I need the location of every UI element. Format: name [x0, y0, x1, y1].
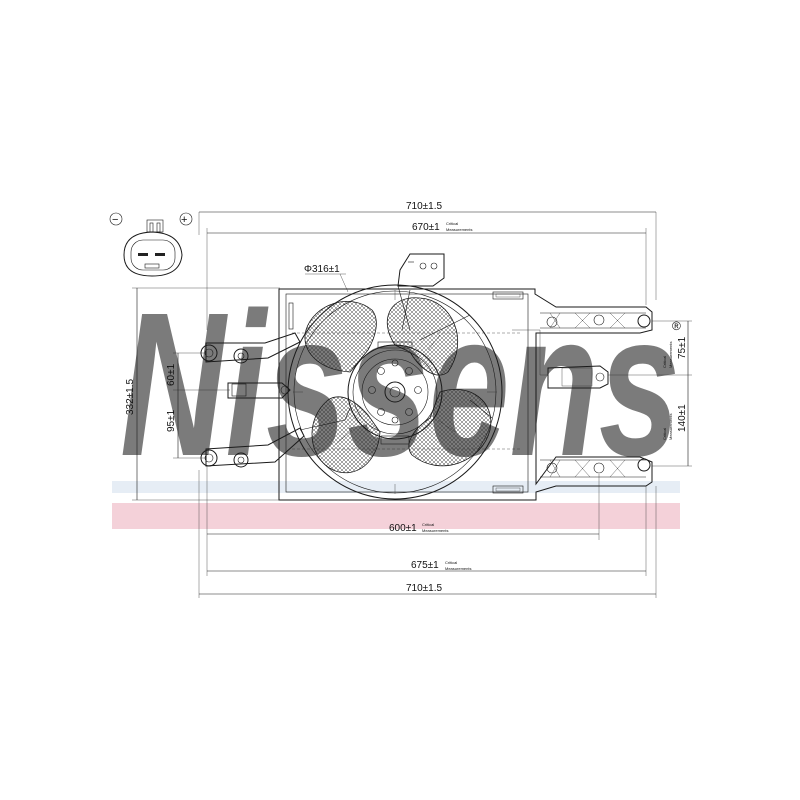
dim-left-upper: 60±1: [166, 352, 230, 391]
top-critical-note-line1: Critical: [446, 221, 458, 226]
right-upper-note-line2: Measurements: [668, 342, 673, 368]
dim-bottom-mid-label: 675±1: [411, 560, 439, 571]
right-lower-note-line2: Measurements: [668, 414, 673, 440]
right-plug: [512, 329, 609, 389]
dim-right-upper-label: 75±1: [677, 336, 688, 359]
right-bracket-lower: [540, 458, 651, 478]
connector-detail: − +: [109, 212, 193, 277]
dim-fan-diameter-label: Φ316±1: [304, 264, 340, 275]
dim-left-lower-label: 95±1: [166, 409, 177, 432]
bottom-mid-note-line1: Critical: [445, 560, 457, 565]
fan-assembly: [287, 284, 503, 500]
dim-left-lower: 95±1: [166, 390, 205, 459]
dim-bottom-critical-label: 600±1: [389, 523, 417, 534]
right-lower-note-line1: Critical: [662, 428, 667, 440]
dim-bottom-critical: 600±1 Critical Measurements: [206, 466, 600, 540]
fan-blade: [304, 301, 377, 373]
plus-terminal-icon: [179, 212, 193, 226]
top-critical-note-line2: Measurements: [446, 227, 472, 232]
watermark-registered: ®: [672, 319, 681, 333]
dim-left-height: 332±1.5: [125, 287, 280, 501]
fan-ring-outer: [287, 284, 503, 500]
dim-right-upper: 75±1 Critical Measurements: [608, 320, 692, 376]
bottom-critical-note-line1: Critical: [422, 522, 434, 527]
dim-top-critical-label: 670±1: [412, 222, 440, 233]
right-bracket-upper: [540, 312, 651, 329]
fan-blade: [408, 389, 492, 467]
right-upper-note-line1: Critical: [662, 356, 667, 368]
minus-terminal-icon: [109, 212, 123, 226]
bottom-mid-note-line2: Measurements: [445, 566, 471, 571]
dim-left-upper-label: 60±1: [166, 363, 177, 386]
dim-right-lower: 140±1 Critical Measurements: [652, 375, 692, 467]
dim-left-height-label: 332±1.5: [125, 378, 136, 415]
watermark-band-light: [112, 481, 680, 493]
motor-plug-left: [227, 382, 291, 399]
dim-bottom-mid: 675±1 Critical Measurements: [206, 486, 647, 576]
dim-top-critical: 670±1 Critical Measurements: [206, 221, 647, 330]
plus-symbol: +: [181, 214, 187, 226]
watermark-band: [112, 503, 680, 529]
minus-symbol: −: [112, 214, 118, 226]
bottom-critical-note-line2: Measurements: [422, 528, 448, 533]
motor-shaft: [384, 381, 406, 403]
dim-bottom-overall-label: 710±1.5: [406, 583, 443, 594]
dim-right-lower-label: 140±1: [677, 404, 688, 432]
dim-top-overall-label: 710±1.5: [406, 201, 443, 212]
dim-top-overall: 710±1.5: [198, 201, 657, 300]
dim-bottom-overall: 710±1.5: [198, 470, 657, 598]
fan-hub: [347, 344, 443, 440]
